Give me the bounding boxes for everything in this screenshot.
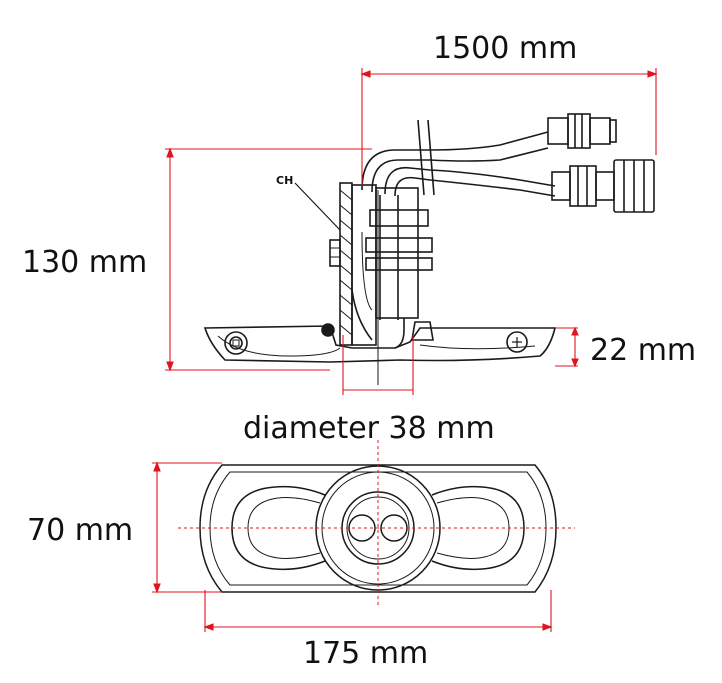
side-view [203,113,655,363]
cable-bundle [361,119,556,197]
sectioned-flange [329,182,373,346]
right-lobe [431,485,525,571]
top-center-lines [178,440,575,608]
width-label: 70 mm [27,513,133,548]
top-dimension-lines [152,461,553,632]
outer-outline [199,464,557,593]
small-connector [547,113,617,149]
length-label: 175 mm [303,636,428,671]
base-thickness-label: 22 mm [590,333,696,368]
ch-leader-line [294,182,341,231]
diameter-label: diameter 38 mm [243,411,495,446]
cable-length-label: 1500 mm [433,31,577,66]
inner-outline [209,471,547,586]
height-label: 130 mm [22,245,147,280]
transducer-stem [351,184,433,349]
large-connector [551,159,655,213]
side-dimension-lines [165,68,658,395]
base-plate [203,321,557,363]
ch-label: CH [276,174,293,187]
